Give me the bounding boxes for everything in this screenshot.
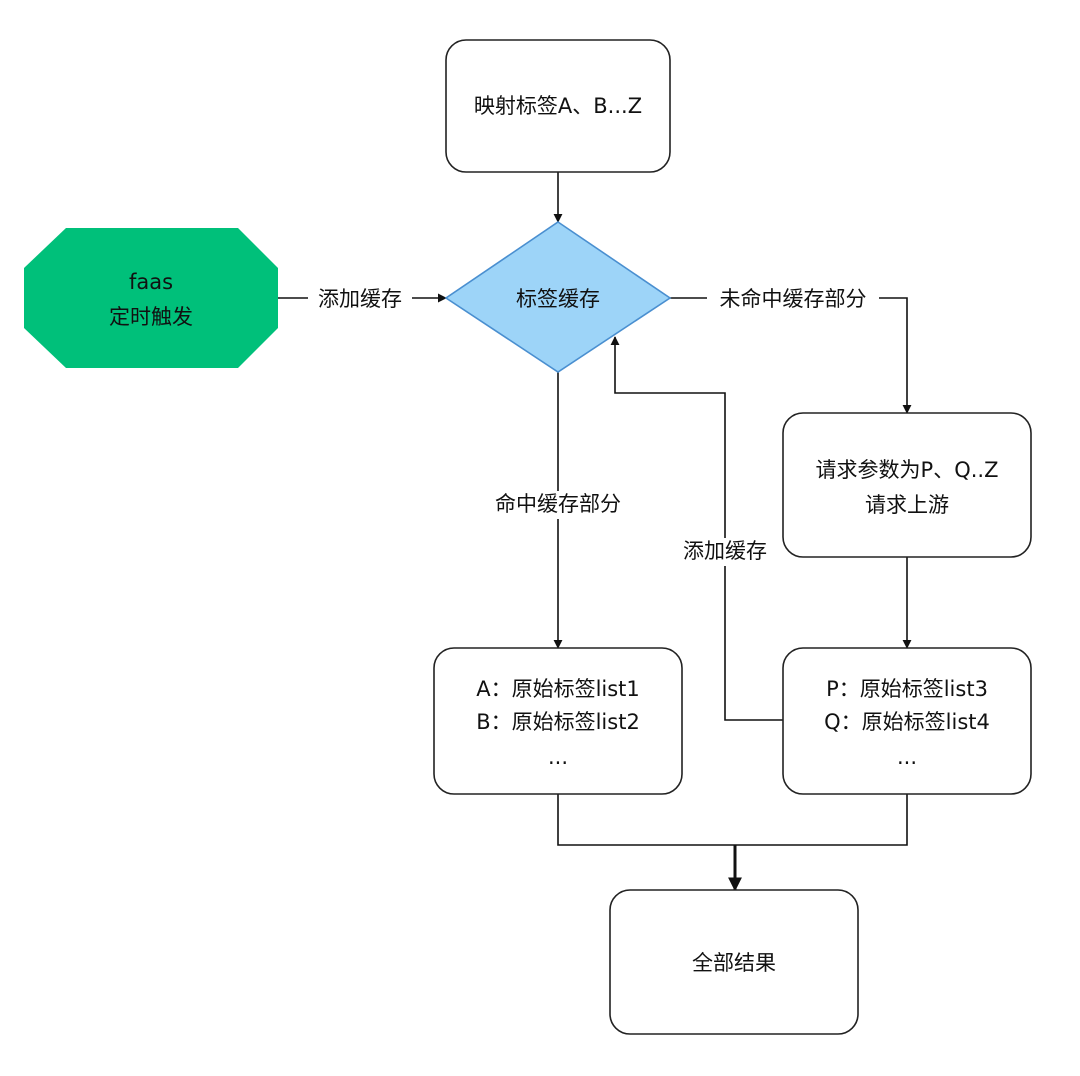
node-request-upstream-line1: 请求参数为P、Q..Z bbox=[816, 458, 999, 482]
node-trigger-label-line1: faas bbox=[129, 270, 173, 294]
edge-miss-results-to-cache bbox=[610, 336, 783, 721]
edge-label-add-cache-upstream: 添加缓存 bbox=[683, 539, 767, 563]
node-hit-results-line1: A：原始标签list1 bbox=[476, 677, 640, 701]
node-miss-results-line1: P：原始标签list3 bbox=[826, 677, 988, 701]
node-request-upstream-line2: 请求上游 bbox=[865, 493, 949, 517]
node-hit-results[interactable]: A：原始标签list1 B：原始标签list2 ... bbox=[433, 647, 683, 795]
node-all-results[interactable]: 全部结果 bbox=[609, 889, 859, 1035]
node-request-upstream[interactable]: 请求参数为P、Q..Z 请求上游 bbox=[782, 412, 1032, 558]
edge-results-merge bbox=[557, 794, 908, 846]
node-all-results-box bbox=[609, 889, 859, 1035]
edge-label-bg-hit-cache bbox=[473, 491, 643, 519]
edge-cache-to-upstream bbox=[670, 297, 912, 414]
node-all-results-label: 全部结果 bbox=[692, 951, 776, 975]
node-tag-cache[interactable]: 标签缓存 bbox=[444, 221, 672, 373]
edge-label-bg-miss-cache bbox=[707, 286, 879, 312]
node-mapping-tags-box bbox=[445, 39, 671, 173]
nodes: 映射标签A、B...Z faas 定时触发 标签缓存 请求参数为P、Q..Z 请… bbox=[24, 39, 1032, 1035]
node-miss-results-box bbox=[782, 647, 1032, 795]
node-tag-cache-label: 标签缓存 bbox=[516, 287, 600, 311]
node-hit-results-box bbox=[433, 647, 683, 795]
node-mapping-tags[interactable]: 映射标签A、B...Z bbox=[445, 39, 671, 173]
edge-label-bg-add-cache-upstream bbox=[673, 538, 777, 566]
node-trigger-label-line2: 定时触发 bbox=[109, 305, 193, 329]
edge-labels: 添加缓存 未命中缓存部分 命中缓存部分 添加缓存 bbox=[308, 286, 879, 566]
edge-label-bg-add-cache-trigger bbox=[308, 286, 412, 312]
node-mapping-tags-label: 映射标签A、B...Z bbox=[474, 94, 642, 118]
node-tag-cache-diamond bbox=[444, 221, 672, 373]
edge-label-hit-cache: 命中缓存部分 bbox=[495, 492, 621, 516]
node-trigger-octagon bbox=[24, 228, 278, 368]
node-miss-results[interactable]: P：原始标签list3 Q：原始标签list4 ... bbox=[782, 647, 1032, 795]
node-trigger[interactable]: faas 定时触发 bbox=[24, 228, 278, 368]
edge-label-miss-cache: 未命中缓存部分 bbox=[720, 287, 867, 311]
node-miss-results-line3: ... bbox=[897, 745, 917, 769]
node-hit-results-line2: B：原始标签list2 bbox=[476, 710, 640, 734]
node-hit-results-line3: ... bbox=[548, 745, 568, 769]
node-miss-results-line2: Q：原始标签list4 bbox=[824, 710, 990, 734]
node-request-upstream-box bbox=[782, 412, 1032, 558]
edge-label-add-cache-trigger: 添加缓存 bbox=[318, 287, 402, 311]
